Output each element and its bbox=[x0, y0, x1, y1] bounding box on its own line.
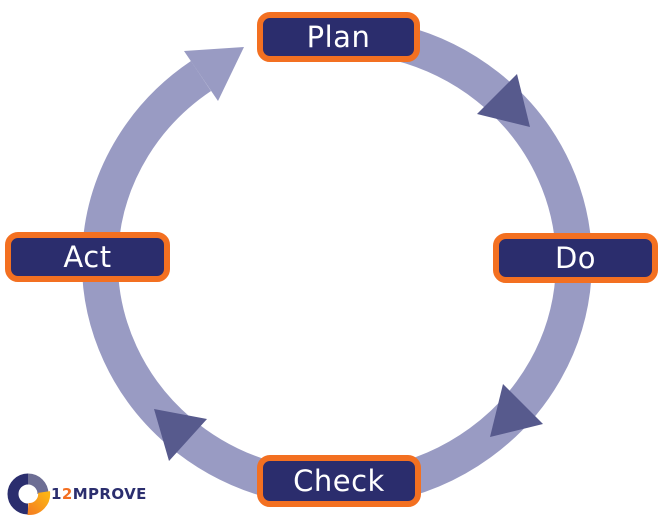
arrowhead-plan-to-do-icon bbox=[477, 74, 530, 127]
arrowhead-do-to-check-icon bbox=[490, 384, 543, 437]
logo-text-accent: 2 bbox=[61, 485, 73, 503]
logo: 12MPROVE bbox=[6, 470, 147, 518]
node-check: Check bbox=[257, 455, 421, 507]
node-do: Do bbox=[493, 233, 658, 283]
arrowhead-check-to-act-icon bbox=[154, 409, 207, 461]
node-plan-label: Plan bbox=[306, 19, 371, 54]
logo-text-prefix: 1 bbox=[51, 485, 62, 503]
logo-mark-icon bbox=[7, 473, 51, 516]
logo-text-suffix: MPROVE bbox=[72, 485, 147, 503]
node-plan: Plan bbox=[257, 12, 420, 62]
logo-text: 12MPROVE bbox=[51, 485, 147, 503]
node-act: Act bbox=[5, 232, 170, 282]
node-act-label: Act bbox=[63, 239, 112, 274]
cycle-end-arrowhead-icon bbox=[184, 47, 244, 101]
node-check-label: Check bbox=[293, 463, 385, 498]
node-do-label: Do bbox=[554, 240, 597, 275]
